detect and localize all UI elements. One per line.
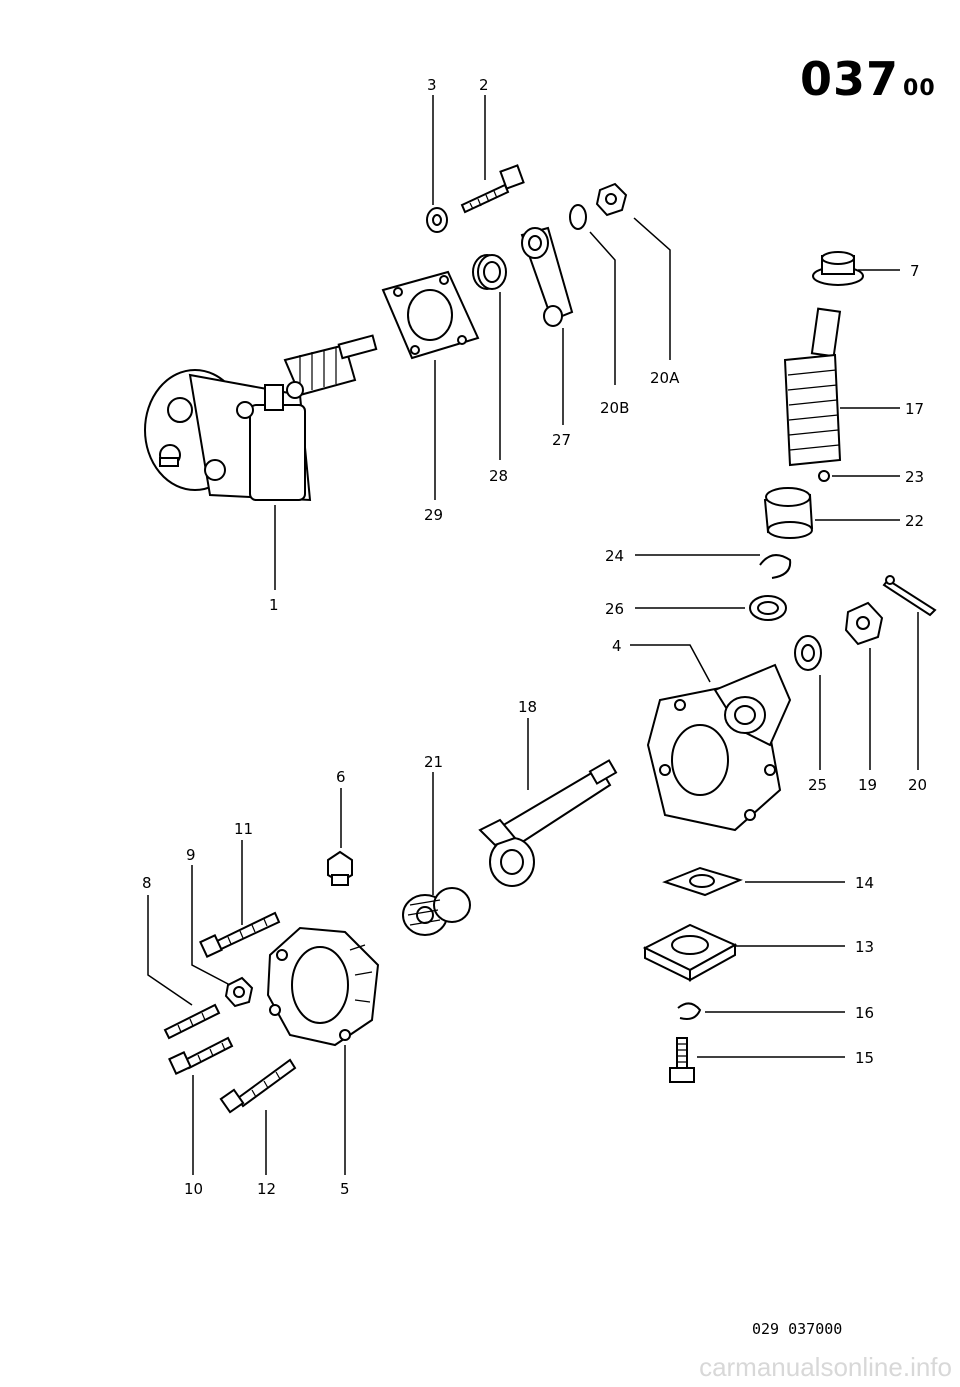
- part-27-drop-arm: [520, 226, 574, 327]
- part-19-castle-nut: [844, 601, 884, 646]
- callout-13: 13: [855, 938, 874, 956]
- part-13-cover: [642, 923, 738, 982]
- callout-labels: 3 2 1 29 28 27 20B 20A 7 17 23 22 24 26 …: [142, 76, 927, 1198]
- callout-22: 22: [905, 512, 924, 530]
- callout-11: 11: [234, 820, 253, 838]
- watermark: carmanualsonline.info: [699, 1352, 952, 1382]
- part-24-circlip: [759, 554, 792, 579]
- callout-8: 8: [142, 874, 152, 892]
- part-20B-washer: [569, 204, 587, 230]
- callout-6: 6: [336, 768, 346, 786]
- part-21-gear: [402, 887, 471, 936]
- part-29-gasket-plate: [381, 270, 480, 360]
- part-25-seal: [794, 635, 822, 671]
- callout-15: 15: [855, 1049, 874, 1067]
- part-4-housing: [646, 663, 792, 832]
- callout-26: 26: [605, 600, 624, 618]
- callout-27: 27: [552, 431, 571, 449]
- part-10-bolt: [168, 1036, 234, 1075]
- page-number-suffix: 00: [903, 76, 936, 101]
- callout-28: 28: [489, 467, 508, 485]
- callout-25: 25: [808, 776, 827, 794]
- part-9-nut: [224, 976, 254, 1008]
- part-20A-nut: [595, 182, 628, 217]
- callout-20B: 20B: [600, 399, 629, 417]
- reference-code: 029 037000: [752, 1320, 843, 1338]
- callout-18: 18: [518, 698, 537, 716]
- part-2-bolt: [460, 164, 525, 214]
- callout-14: 14: [855, 874, 874, 892]
- callout-4: 4: [612, 637, 622, 655]
- part-18-shaft-arm: [478, 759, 618, 887]
- callout-5: 5: [340, 1180, 350, 1198]
- callout-7: 7: [910, 262, 920, 280]
- part-22-cup: [763, 487, 814, 539]
- callout-10: 10: [184, 1180, 203, 1198]
- callout-1: 1: [269, 596, 279, 614]
- part-12-bolt: [219, 1058, 297, 1114]
- part-20-cotter-pin: [882, 575, 937, 617]
- callout-12: 12: [257, 1180, 276, 1198]
- part-1-steering-gearbox: [144, 334, 378, 502]
- leader-lines: [147, 95, 919, 1175]
- part-8-stud: [163, 1003, 221, 1040]
- part-5-cover-housing: [266, 926, 380, 1047]
- part-11-bolt: [199, 911, 281, 958]
- callout-19: 19: [858, 776, 877, 794]
- part-7-bush: [812, 251, 864, 286]
- callout-29: 29: [424, 506, 443, 524]
- part-17-sector-shaft: [783, 307, 842, 467]
- callout-20: 20: [908, 776, 927, 794]
- part-3-spring-washer: [426, 207, 448, 233]
- part-6-plug: [327, 850, 353, 886]
- part-28-seal: [472, 254, 507, 290]
- callout-9: 9: [186, 846, 196, 864]
- part-23-o-ring: [818, 470, 830, 482]
- callout-23: 23: [905, 468, 924, 486]
- callout-21: 21: [424, 753, 443, 771]
- callout-20A: 20A: [650, 369, 680, 387]
- callout-24: 24: [605, 547, 624, 565]
- callout-3: 3: [427, 76, 437, 94]
- part-14-gasket: [662, 866, 743, 897]
- part-15-bolt: [669, 1037, 695, 1083]
- callout-16: 16: [855, 1004, 874, 1022]
- callout-2: 2: [479, 76, 489, 94]
- part-16-lock-washer: [677, 1002, 702, 1020]
- page-number-main: 037: [800, 52, 900, 106]
- callout-17: 17: [905, 400, 924, 418]
- part-26-ring: [749, 595, 787, 621]
